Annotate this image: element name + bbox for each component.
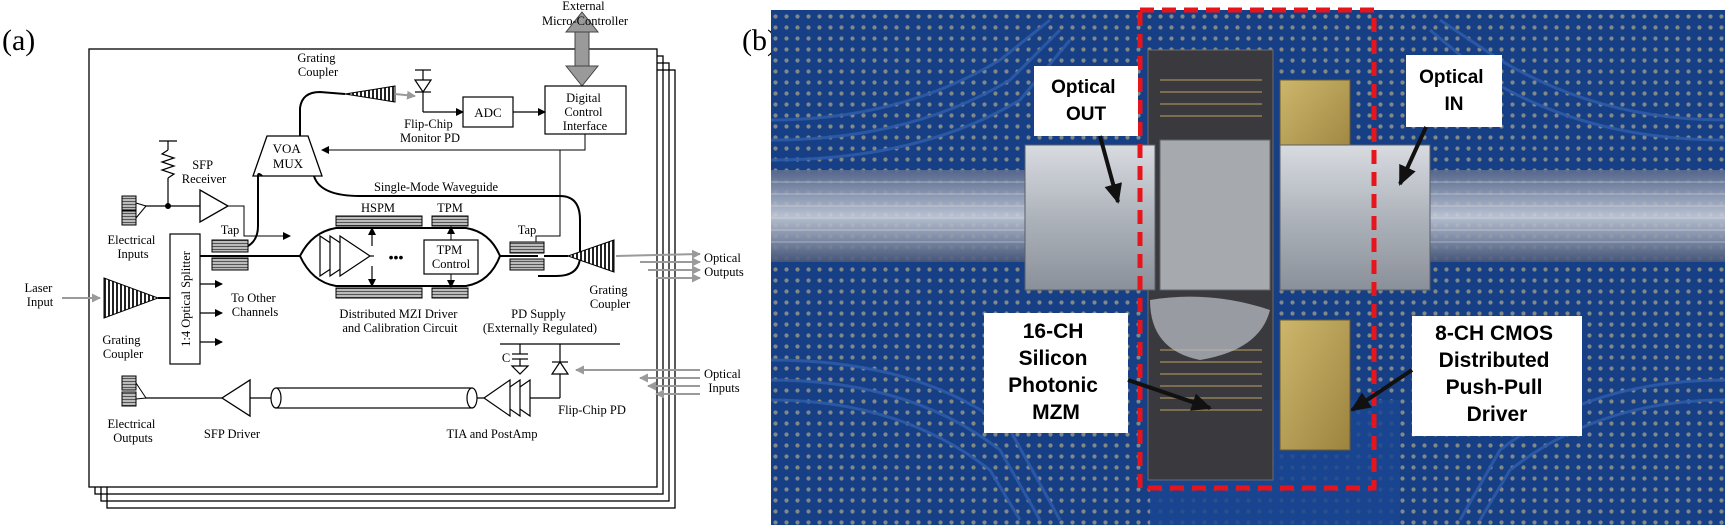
voa-mux-label: VOA MUX xyxy=(273,141,304,171)
splitter-label: 1:4 Optical Splitter xyxy=(179,250,193,347)
pd-supply-label: PD Supply (Externally Regulated) xyxy=(483,307,597,335)
fiber-block-left xyxy=(1024,144,1156,291)
cap-label: C xyxy=(502,351,510,365)
callout-mzm xyxy=(984,313,1128,433)
hspm-electrode-top xyxy=(335,215,423,227)
optical-output-arrows xyxy=(615,249,701,283)
external-controller-link xyxy=(564,11,600,87)
grating-coupler-right-label: Grating Coupler xyxy=(589,283,631,311)
to-other-channels-label: To Other Channels xyxy=(231,291,279,319)
callout-optical-in xyxy=(1406,55,1502,127)
grating-coupler-right-icon xyxy=(566,239,615,273)
electrical-inputs-pads xyxy=(121,195,147,226)
mzm-label: 16-CH Silicon Photonic MZM xyxy=(1008,320,1104,424)
mzi-driver-label: Distributed MZI Driver and Calibration C… xyxy=(339,307,460,335)
tap-right xyxy=(509,241,545,254)
optical-inputs-label: Optical Inputs xyxy=(704,367,744,395)
hspm-electrode-bottom xyxy=(335,287,423,299)
block-diagram: (a) External Micro-Controller Digital Co… xyxy=(2,0,744,509)
sfp-receiver-resistor-icon xyxy=(159,140,177,206)
optical-input-arrows xyxy=(575,365,700,399)
photo-panel: (b) xyxy=(742,7,1725,525)
optical-outputs-label: Optical Outputs xyxy=(704,251,744,279)
panel-a-label: (a) xyxy=(2,24,35,57)
adc-label: ADC xyxy=(474,105,501,120)
electrical-outputs-pads xyxy=(121,375,147,407)
callout-driver xyxy=(1412,316,1582,436)
grating-coupler-left-icon xyxy=(103,277,160,319)
grating-coupler-left-label: Grating Coupler xyxy=(102,333,144,361)
tpm-electrode-top xyxy=(431,215,469,227)
external-mc-label: External Micro-Controller xyxy=(542,0,629,28)
driver-label: 8-CH CMOS Distributed Push-Pull Driver xyxy=(1435,322,1559,426)
optical-splitter xyxy=(169,233,201,365)
electrical-inputs-label: Electrical Inputs xyxy=(107,233,158,261)
driver-dots: ••• xyxy=(389,249,404,265)
optical-in-label: Optical IN xyxy=(1419,67,1489,115)
tpm-control-label: TPM Control xyxy=(432,243,471,271)
callout-optical-out xyxy=(1034,66,1138,136)
monitor-pd-label: Flip-Chip Monitor PD xyxy=(400,117,460,145)
single-mode-wg-label: Single-Mode Waveguide xyxy=(374,180,499,194)
tap-right-label: Tap xyxy=(518,223,537,237)
digital-ci-label: Digital Control Interface xyxy=(563,91,608,133)
laser-input-label: Laser Input xyxy=(25,281,56,309)
sfp-receiver-label: SFP Receiver xyxy=(182,158,227,186)
tpm-electrode-bottom xyxy=(431,287,469,299)
highlight-box xyxy=(1137,7,1377,491)
tap-left xyxy=(211,239,249,253)
distributed-driver-icon xyxy=(319,227,376,287)
voa-mux-block xyxy=(252,135,323,177)
pd-supply-rail xyxy=(500,343,620,398)
sfp-driver-label: SFP Driver xyxy=(204,427,261,441)
monitor-pd-icon xyxy=(413,69,464,116)
tia-postamp-icon xyxy=(482,378,531,418)
optical-out-label: Optical OUT xyxy=(1051,77,1121,125)
tia-postamp-label: TIA and PostAmp xyxy=(447,427,538,441)
grating-coupler-top-label: Grating Coupler xyxy=(297,51,339,79)
hspm-label: HSPM xyxy=(361,201,395,215)
transmission-line-icon xyxy=(270,387,478,409)
digital-control-interface xyxy=(544,85,627,135)
sfp-driver-icon xyxy=(220,378,251,418)
tap-left-label: Tap xyxy=(221,223,240,237)
splitter-outputs xyxy=(200,280,223,346)
fiber-ribbon-right xyxy=(1430,170,1725,262)
fiber-ribbon-left xyxy=(771,170,1041,262)
electrical-outputs-label: Electrical Outputs xyxy=(107,417,158,445)
flip-chip-pd-label: Flip-Chip PD xyxy=(558,403,626,417)
tpm-label: TPM xyxy=(437,201,463,215)
cmos-driver-chip-bottom xyxy=(1279,319,1351,451)
